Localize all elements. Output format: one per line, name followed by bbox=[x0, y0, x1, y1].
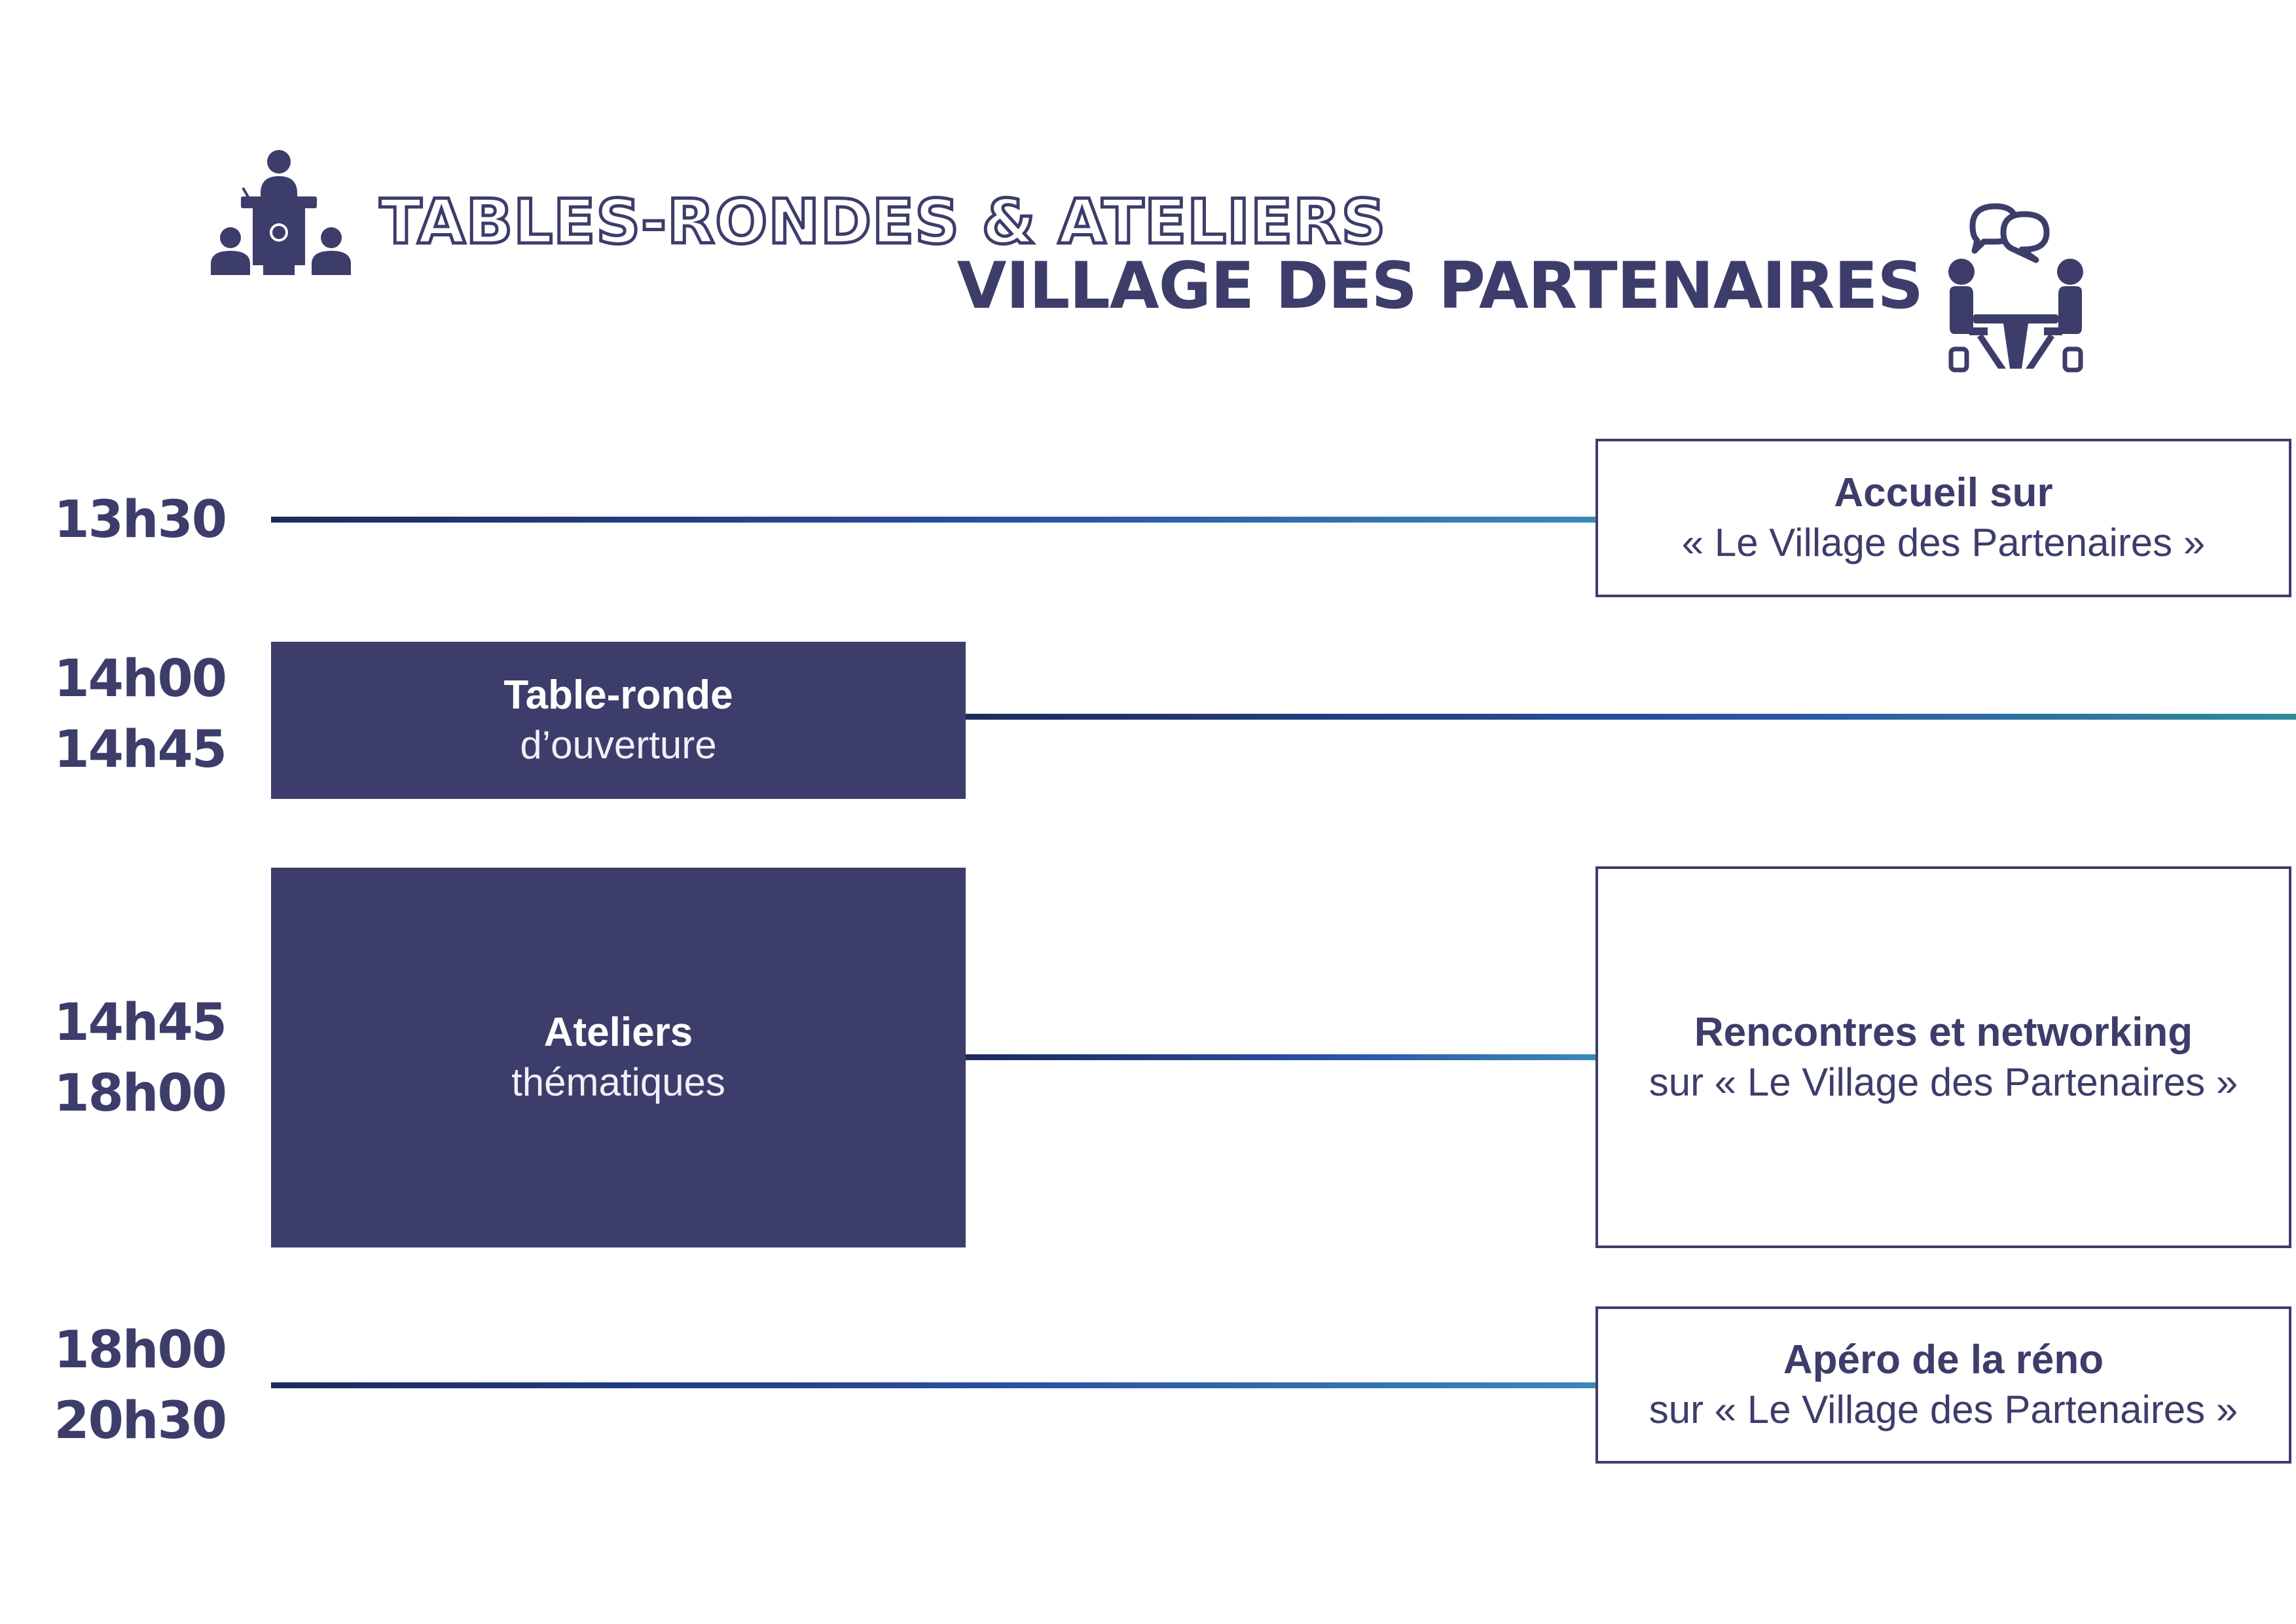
event-subtitle: sur « Le Village des Partenaires » bbox=[1649, 1388, 2238, 1431]
event-title: Ateliers bbox=[543, 1010, 693, 1055]
event-block-accueil: Accueil sur « Le Village des Partenaires… bbox=[1595, 439, 2291, 597]
event-block-table-ronde: Table-ronde d’ouverture bbox=[271, 642, 966, 799]
event-block-apero: Apéro de la réno sur « Le Village des Pa… bbox=[1595, 1306, 2291, 1464]
time-label: 18h00 bbox=[54, 1321, 227, 1380]
header-title-tables-rondes: TABLES-RONDES & ATELIERS bbox=[378, 185, 1387, 260]
two-people-meeting-chat-icon bbox=[1948, 203, 2083, 373]
event-block-ateliers: Ateliers thématiques bbox=[271, 868, 966, 1247]
time-label: 20h30 bbox=[54, 1392, 227, 1450]
timeline-connector bbox=[271, 1382, 1597, 1388]
event-title: Accueil sur bbox=[1834, 470, 2053, 515]
speaker-podium-audience-icon bbox=[211, 150, 351, 275]
event-subtitle: d’ouverture bbox=[520, 723, 717, 767]
event-subtitle: sur « Le Village des Partenaires » bbox=[1649, 1060, 2238, 1104]
timeline-connector bbox=[271, 517, 1597, 523]
time-label: 14h45 bbox=[54, 720, 227, 779]
time-label: 14h00 bbox=[54, 650, 227, 709]
event-subtitle: thématiques bbox=[511, 1060, 725, 1104]
event-title: Apéro de la réno bbox=[1783, 1337, 2104, 1382]
event-title: Rencontres et networking bbox=[1694, 1009, 2193, 1055]
time-slot-1: 13h30 bbox=[16, 485, 227, 555]
header-title-village: VILLAGE DES PARTENAIRES bbox=[957, 249, 1923, 323]
timeline-connector bbox=[966, 714, 2296, 720]
time-label: 14h45 bbox=[54, 993, 227, 1052]
time-slot-2: 14h00 14h45 bbox=[16, 644, 227, 785]
time-label: 18h00 bbox=[54, 1064, 227, 1123]
time-label: 13h30 bbox=[54, 490, 227, 549]
event-subtitle: « Le Village des Partenaires » bbox=[1681, 521, 2206, 564]
event-title: Table-ronde bbox=[503, 673, 733, 718]
timeline-connector bbox=[966, 1054, 1597, 1060]
event-block-rencontres: Rencontres et networking sur « Le Villag… bbox=[1595, 866, 2291, 1248]
time-slot-3: 14h45 18h00 bbox=[16, 987, 227, 1129]
time-slot-4: 18h00 20h30 bbox=[16, 1315, 227, 1456]
